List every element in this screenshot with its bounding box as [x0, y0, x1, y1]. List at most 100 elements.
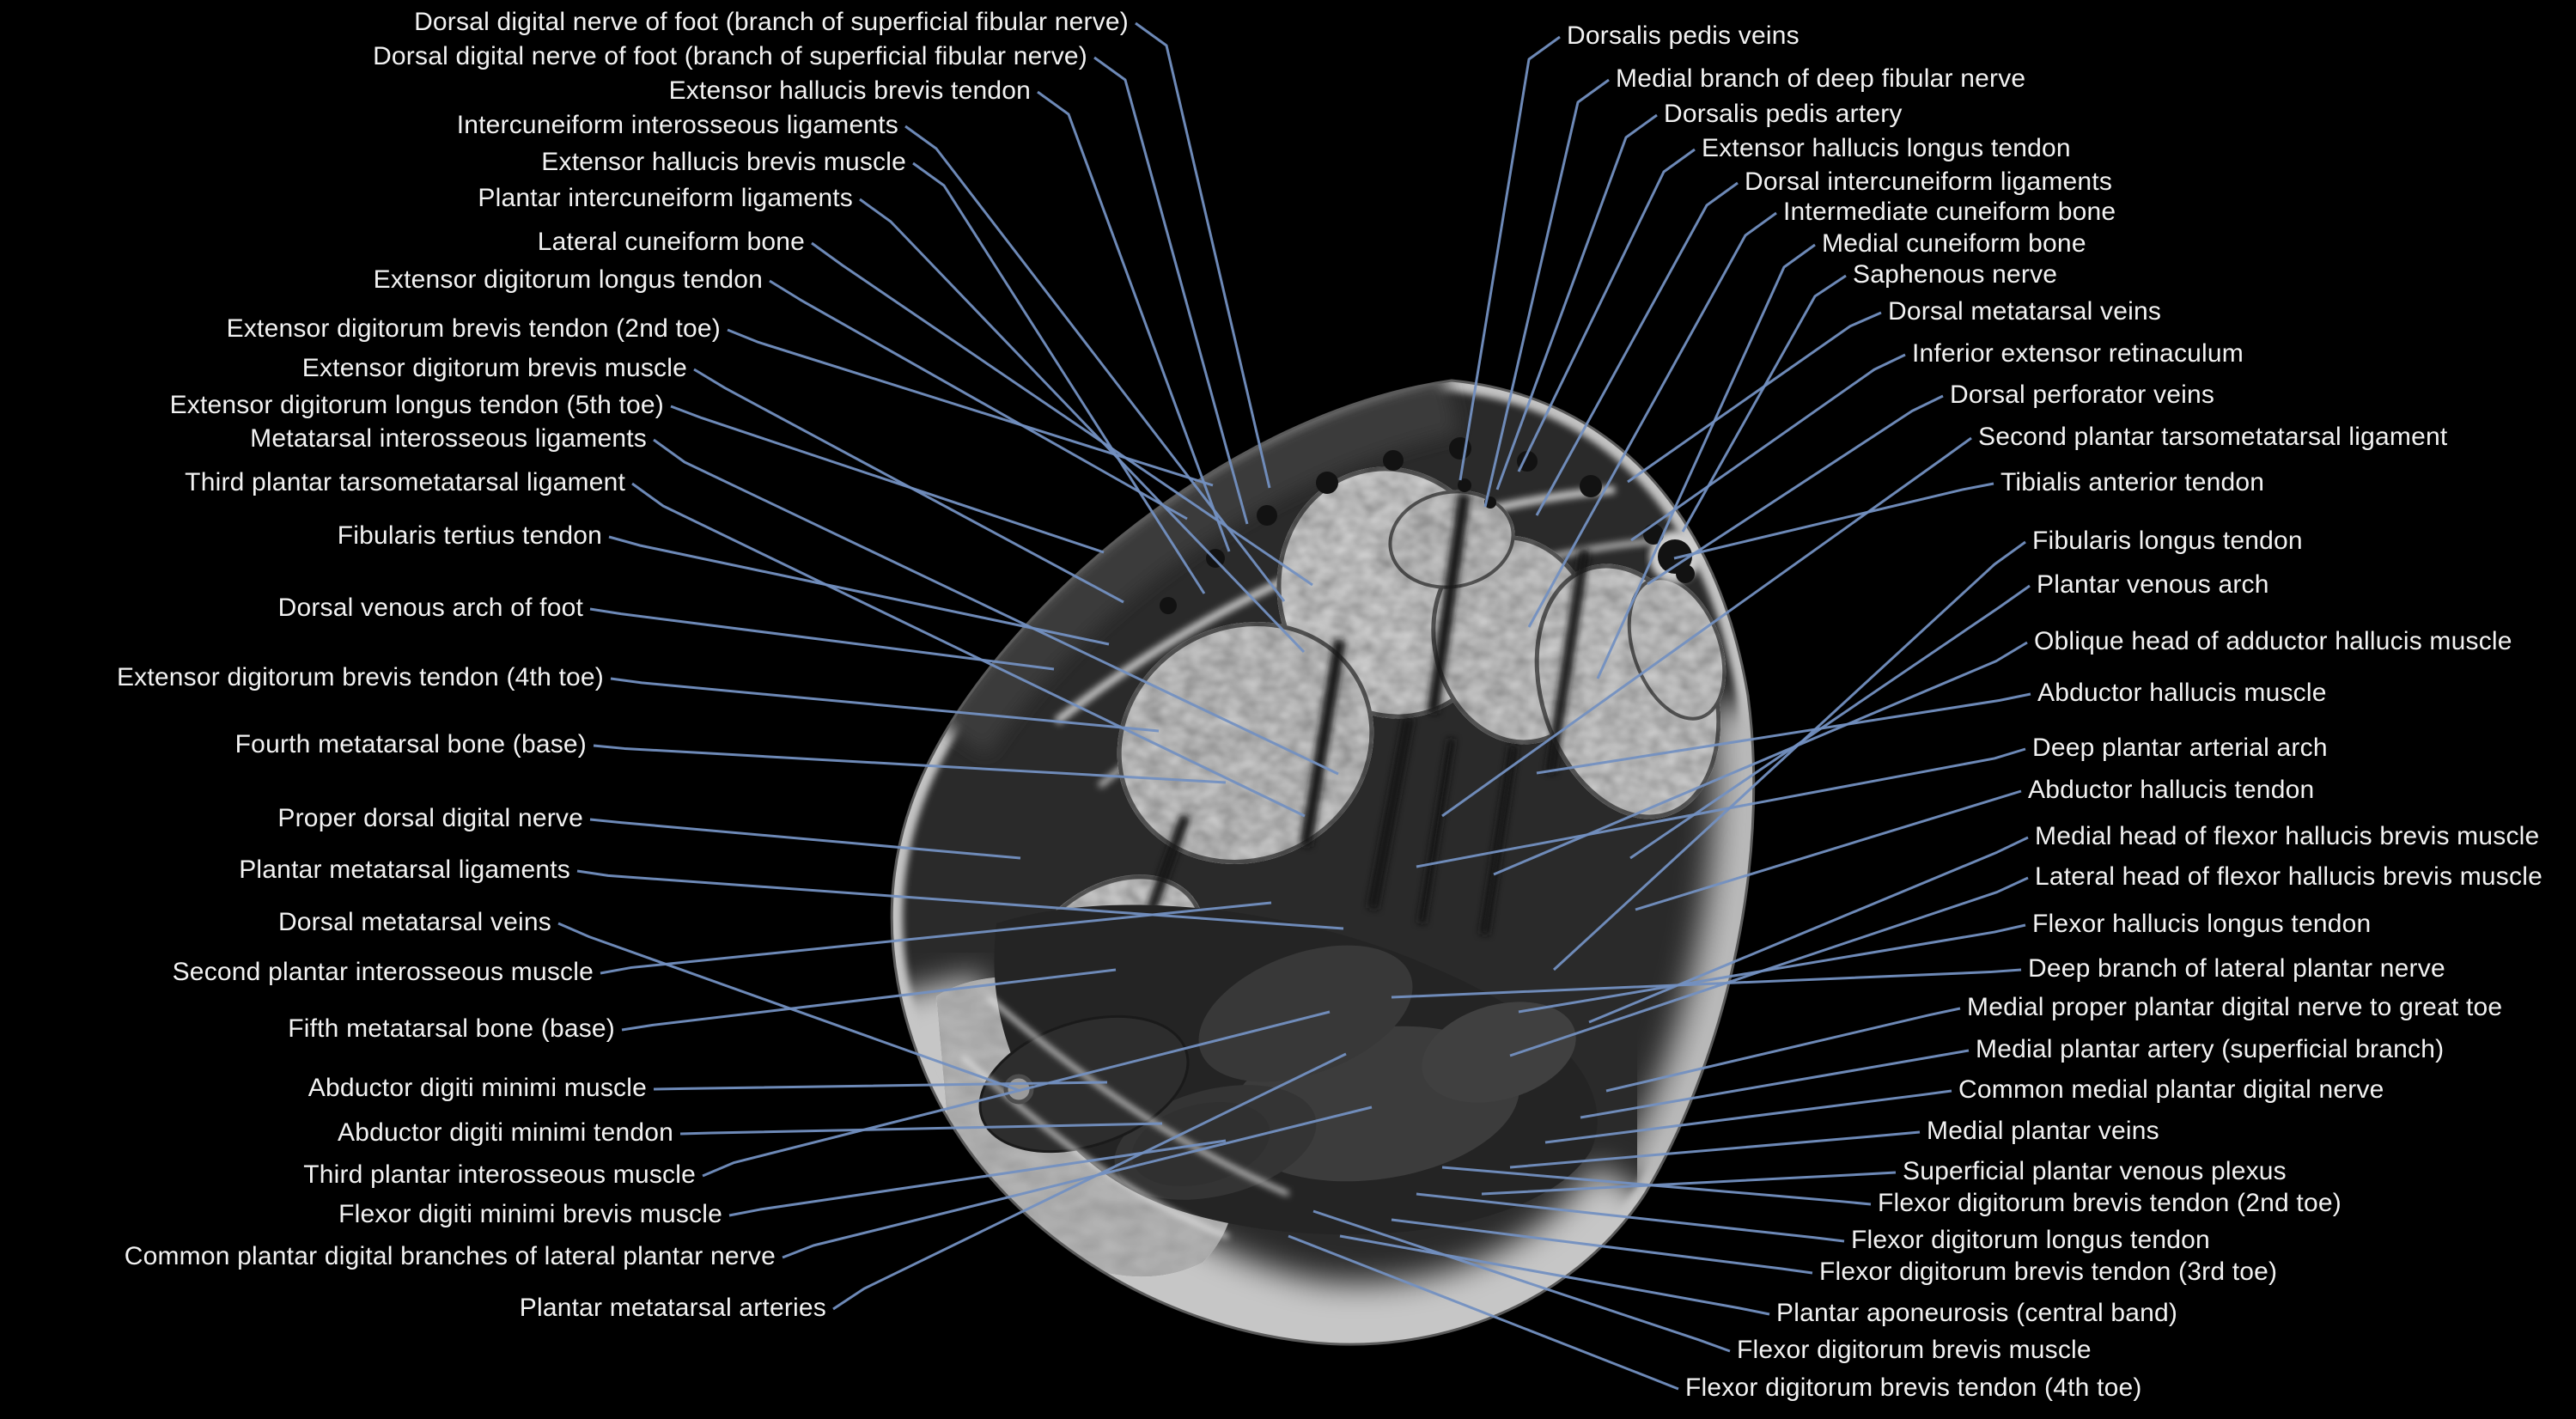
anatomy-label: Medial head of flexor hallucis brevis mu… — [2035, 822, 2540, 851]
anatomy-label: Tibialis anterior tendon — [2001, 468, 2265, 497]
anatomy-label: Lateral head of flexor hallucis brevis m… — [2035, 862, 2543, 892]
leader-line — [1627, 311, 1882, 484]
leader-line — [1459, 35, 1561, 481]
anatomy-label: Dorsal digital nerve of foot (branch of … — [414, 8, 1129, 37]
leader-line — [1391, 1218, 1813, 1275]
anatomy-label: Third plantar tarsometatarsal ligament — [185, 468, 625, 497]
leader-line — [589, 607, 1055, 671]
leader-line — [1517, 148, 1696, 472]
anatomy-label: Flexor digiti minimi brevis muscle — [338, 1200, 722, 1229]
leader-line — [1635, 789, 2022, 911]
anatomy-label: Medial plantar veins — [1927, 1117, 2159, 1146]
anatomy-label: Second plantar interosseous muscle — [172, 958, 594, 987]
leader-line — [589, 818, 1021, 860]
anatomy-label: Intermediate cuneiform bone — [1783, 198, 2116, 227]
anatomy-label: Inferior extensor retinaculum — [1912, 339, 2244, 368]
leader-line — [1596, 243, 1816, 679]
anatomy-label: Extensor digitorum brevis muscle — [301, 354, 687, 383]
anatomy-label: Flexor digitorum brevis tendon (3rd toe) — [1819, 1258, 2278, 1287]
anatomy-label: Plantar aponeurosis (central band) — [1776, 1299, 2178, 1328]
anatomy-label: Plantar intercuneiform ligaments — [478, 184, 853, 213]
leader-line — [1544, 1089, 1952, 1144]
anatomy-label: Flexor digitorum brevis tendon (4th toe) — [1685, 1373, 2142, 1403]
leader-line — [1629, 584, 2031, 860]
leader-line — [1630, 353, 1906, 542]
leader-line — [702, 1010, 1331, 1178]
anatomy-label: Second plantar tarsometatarsal ligament — [1978, 423, 2448, 452]
anatomy-label: Dorsal perforator veins — [1950, 381, 2215, 410]
anatomy-label: Medial branch of deep fibular nerve — [1616, 64, 2026, 94]
anatomy-label: Dorsalis pedis artery — [1664, 100, 1903, 129]
leader-line — [904, 125, 1286, 602]
anatomy-label: Dorsal metatarsal veins — [1888, 297, 2162, 326]
leader-line — [1339, 1234, 1770, 1316]
anatomy-label: Deep plantar arterial arch — [2032, 734, 2328, 763]
leader-line — [1588, 836, 2029, 1024]
leader-line — [670, 405, 1105, 554]
leader-line — [728, 1139, 1227, 1217]
leader-line — [912, 161, 1206, 594]
anatomy-label: Flexor digitorum brevis tendon (2nd toe) — [1878, 1189, 2342, 1218]
leader-line — [1647, 394, 1944, 586]
leader-line — [653, 438, 1339, 776]
anatomy-label: Extensor hallucis brevis muscle — [541, 148, 906, 177]
leader-line — [693, 368, 1124, 604]
leader-line — [1312, 1209, 1731, 1353]
leader-line — [1495, 113, 1658, 490]
anatomy-label: Deep branch of lateral plantar nerve — [2028, 954, 2445, 984]
anatomy-label: Fifth metatarsal bone (base) — [288, 1014, 615, 1044]
leader-line — [1518, 923, 2026, 1014]
anatomy-label: Fibularis longus tendon — [2032, 527, 2303, 556]
anatomy-label: Common medial plantar digital nerve — [1958, 1075, 2384, 1105]
leader-line — [769, 279, 1188, 521]
anatomy-label: Abductor digiti minimi tendon — [338, 1118, 673, 1148]
leader-line — [1483, 78, 1610, 508]
leader-line — [1093, 56, 1249, 525]
anatomy-label: Medial plantar artery (superficial branc… — [1976, 1035, 2445, 1064]
anatomy-label: Extensor digitorum longus tendon — [373, 265, 763, 295]
anatomy-label: Common plantar digital branches of later… — [124, 1242, 776, 1271]
leader-line — [1535, 181, 1739, 516]
anatomy-label: Abductor hallucis tendon — [2028, 776, 2315, 805]
anatomy-label: Fourth metatarsal bone (base) — [234, 730, 587, 759]
anatomy-label: Plantar metatarsal ligaments — [239, 856, 570, 885]
anatomy-label: Plantar metatarsal arteries — [519, 1294, 826, 1323]
leader-line — [1509, 1130, 1921, 1169]
anatomy-label: Abductor hallucis muscle — [2037, 679, 2327, 708]
anatomy-label: Lateral cuneiform bone — [537, 228, 805, 257]
anatomy-label: Plantar venous arch — [2037, 570, 2269, 600]
plantar-muscles — [1114, 945, 1576, 1200]
anatomy-label: Flexor digitorum longus tendon — [1851, 1226, 2210, 1255]
anatomy-label: Metatarsal interosseous ligaments — [250, 424, 647, 454]
leader-line — [631, 482, 1306, 818]
leader-line — [576, 869, 1344, 930]
anatomy-label: Dorsal venous arch of foot — [277, 594, 583, 623]
leader-line — [1681, 274, 1847, 533]
leader-line — [1288, 1234, 1679, 1391]
anatomy-label: Third plantar interosseous muscle — [303, 1160, 696, 1190]
leader-line — [1536, 692, 2031, 775]
leader-line — [1037, 90, 1231, 552]
anatomy-label: Dorsalis pedis veins — [1567, 21, 1800, 51]
leader-line — [1481, 1171, 1897, 1196]
leader-line — [1416, 1192, 1845, 1243]
leader-line — [1391, 968, 2022, 999]
leader-line — [1580, 1049, 1970, 1119]
leader-line — [608, 535, 1110, 646]
leader-line — [859, 198, 1306, 654]
leader-line — [1416, 747, 2026, 868]
leader-line — [1441, 436, 1972, 818]
anatomy-label: Dorsal intercuneiform ligaments — [1745, 167, 2113, 197]
leader-line — [782, 1105, 1373, 1259]
foot-outline — [890, 379, 1756, 1346]
leader-line — [1493, 641, 2028, 876]
leader-line — [679, 1122, 1163, 1136]
leader-line — [557, 922, 1021, 1093]
leader-line — [593, 744, 1227, 784]
leader-line — [1605, 1007, 1961, 1093]
anatomy-label: Superficial plantar venous plexus — [1903, 1157, 2287, 1186]
anatomy-label: Dorsal digital nerve of foot (branch of … — [373, 42, 1087, 71]
anatomy-label: Extensor hallucis longus tendon — [1702, 134, 2071, 163]
